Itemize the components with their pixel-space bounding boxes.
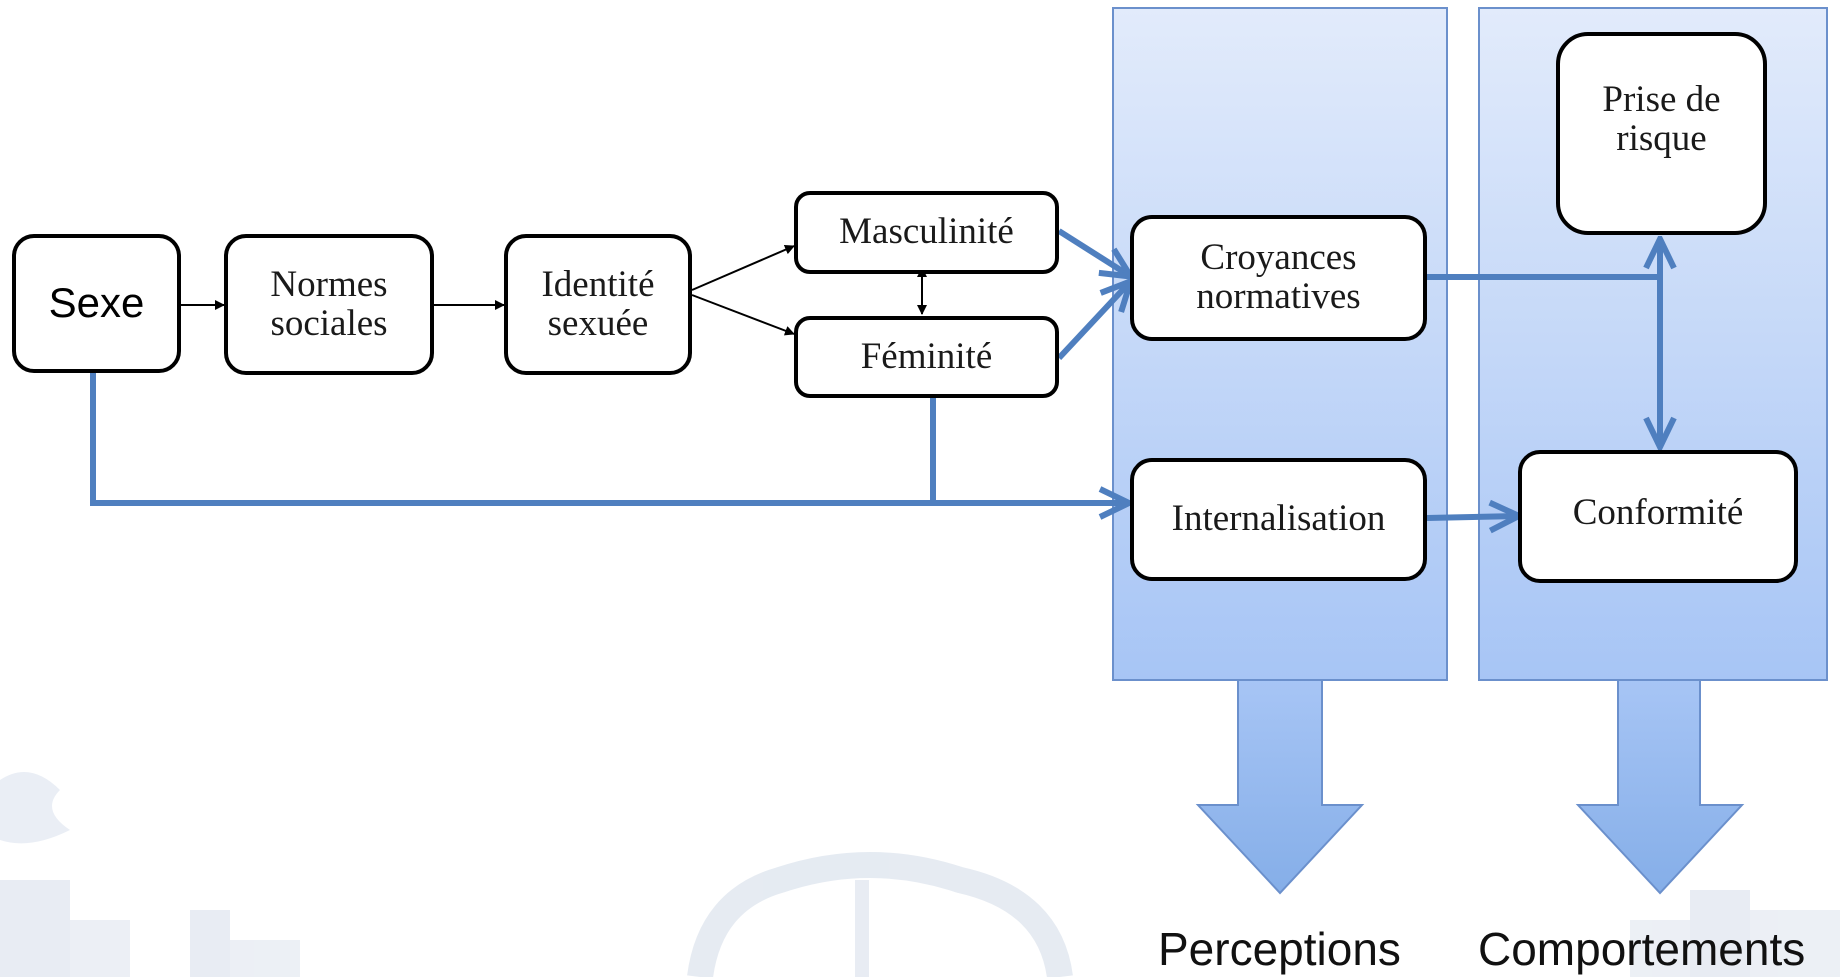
edge-masculinite-croyances: [1057, 228, 1130, 276]
edge-internalisation-conformite: [1426, 516, 1518, 518]
perceptions-down-arrow: [1195, 679, 1365, 895]
edge-identite-feminite: [691, 294, 795, 336]
node-internalisation: Internalisation: [1130, 458, 1427, 581]
comportements-down-arrow: [1575, 679, 1745, 895]
node-feminite: Féminité: [794, 316, 1059, 398]
node-conformite: Conformité: [1518, 450, 1798, 583]
edge-identite-masculinite: [691, 244, 795, 291]
watermark-decoration: [0, 772, 1840, 977]
label-perceptions: Perceptions: [1158, 923, 1401, 975]
label-comportements: Comportements: [1478, 923, 1806, 975]
node-sexe: Sexe: [12, 234, 181, 373]
edge-feminite-croyances: [1056, 282, 1130, 361]
edge-sexe-internalisation: [90, 373, 1128, 503]
node-masculinite: Masculinité: [794, 191, 1059, 274]
